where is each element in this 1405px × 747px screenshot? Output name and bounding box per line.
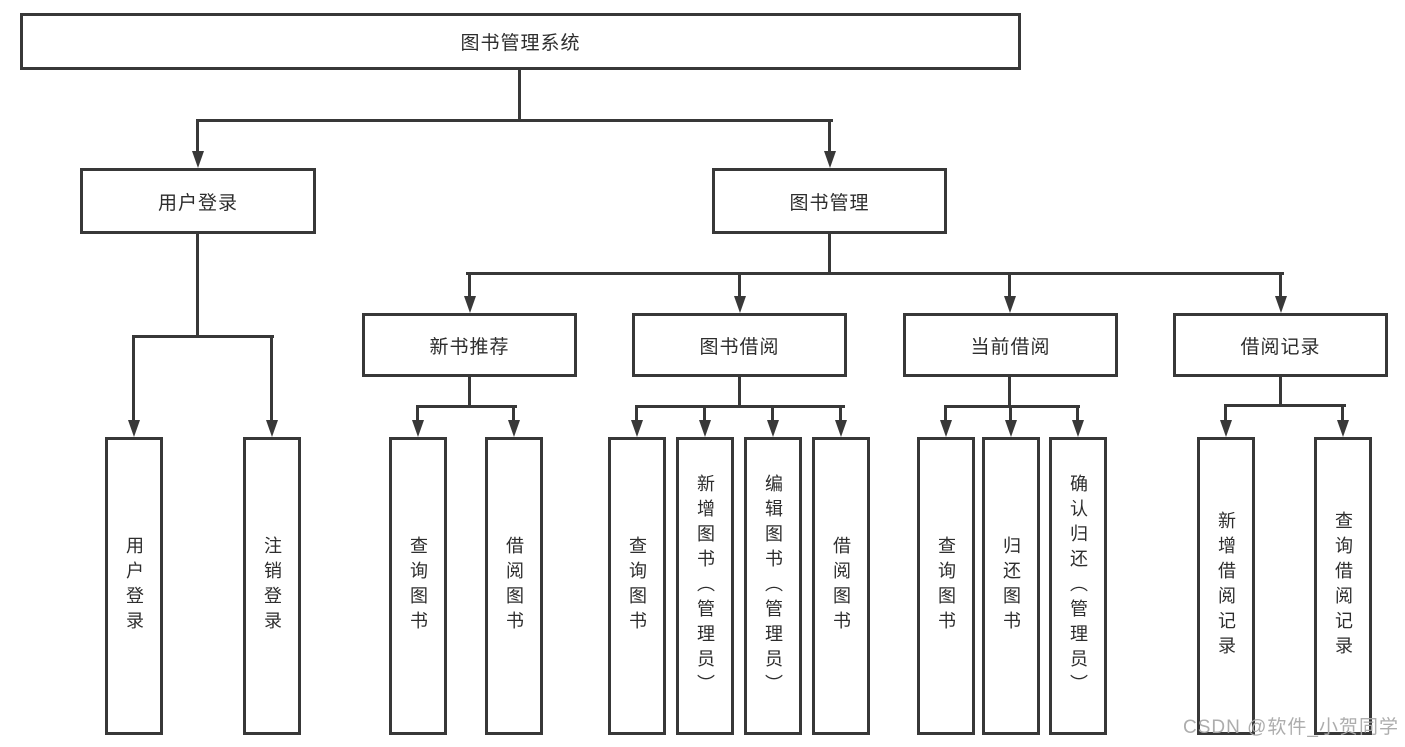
arrow-to-borrow-edit — [767, 420, 779, 437]
arrow-to-borrow-query — [631, 420, 643, 437]
connector-borrow-group-hline — [635, 405, 845, 408]
leaf-logout: 注销登录 — [243, 437, 301, 735]
node-user-login: 用户登录 — [80, 168, 316, 234]
connector-current-group-hline — [944, 405, 1080, 408]
connector-drop-book-borrow — [738, 272, 741, 299]
leaf-borrow-query-books: 查询图书 — [608, 437, 666, 735]
connector-drop-borrow-edit — [771, 405, 774, 423]
arrow-to-user-login — [192, 151, 204, 168]
leaf-borrow-borrow-books: 借阅图书 — [812, 437, 870, 735]
leaf-label: 查询图书 — [408, 536, 428, 636]
connector-drop-borrow-records — [1279, 272, 1282, 299]
node-book-borrow: 图书借阅 — [632, 313, 847, 377]
arrow-to-new-book-recommend — [464, 296, 476, 313]
arrow-to-borrow-borrow — [835, 420, 847, 437]
arrow-to-leaf-user-login — [128, 420, 140, 437]
arrow-to-current-borrow — [1004, 296, 1016, 313]
leaf-label: 新增图书（管理员） — [695, 473, 715, 699]
arrow-to-borrow-records — [1275, 296, 1287, 313]
leaf-label: 确认归还（管理员） — [1068, 473, 1088, 699]
node-label: 图书借阅 — [699, 336, 780, 358]
arrow-to-current-confirm — [1072, 420, 1084, 437]
connector-drop-user-login — [196, 119, 199, 153]
connector-new-book-recommend-stem — [468, 377, 471, 408]
leaf-label: 借阅图书 — [504, 536, 524, 636]
leaf-label: 注销登录 — [262, 536, 282, 636]
connector-user-login-hline — [132, 335, 274, 338]
node-label: 新书推荐 — [429, 336, 510, 358]
connector-drop-records-query — [1341, 404, 1344, 423]
connector-root-stem — [518, 70, 521, 122]
connector-drop-records-add — [1224, 404, 1227, 423]
connector-level2-hline — [196, 119, 833, 122]
leaf-label: 查询图书 — [627, 536, 647, 636]
leaf-label: 借阅图书 — [831, 536, 851, 636]
leaf-newbook-borrow-books: 借阅图书 — [485, 437, 543, 735]
arrow-to-current-return — [1005, 420, 1017, 437]
connector-user-login-stem — [196, 234, 199, 338]
leaf-user-login: 用户登录 — [105, 437, 163, 735]
arrow-to-records-query — [1337, 420, 1349, 437]
node-label: 用户登录 — [157, 192, 238, 214]
leaf-records-add-record: 新增借阅记录 — [1197, 437, 1255, 735]
arrow-to-book-management — [824, 151, 836, 168]
leaf-current-confirm-return-admin: 确认归还（管理员） — [1049, 437, 1107, 735]
leaf-label: 归还图书 — [1001, 536, 1021, 636]
connector-book-management-stem — [828, 234, 831, 275]
arrow-to-leaf-logout — [266, 420, 278, 437]
connector-drop-newbook-borrow — [512, 405, 515, 423]
node-label: 借阅记录 — [1240, 336, 1321, 358]
connector-records-group-hline — [1224, 404, 1346, 407]
leaf-label: 用户登录 — [124, 536, 144, 636]
connector-drop-borrow-add — [703, 405, 706, 423]
leaf-current-return-books: 归还图书 — [982, 437, 1040, 735]
connector-drop-leaf-user-login — [132, 335, 135, 423]
connector-level3-hline — [466, 272, 1284, 275]
leaf-newbook-query-books: 查询图书 — [389, 437, 447, 735]
arrow-to-book-borrow — [734, 296, 746, 313]
connector-drop-book-management — [828, 119, 831, 153]
leaf-label: 查询借阅记录 — [1333, 511, 1353, 661]
connector-drop-newbook-query — [416, 405, 419, 423]
leaf-label: 编辑图书（管理员） — [763, 473, 783, 699]
leaf-label: 新增借阅记录 — [1216, 511, 1236, 661]
connector-drop-borrow-borrow — [839, 405, 842, 423]
connector-book-borrow-stem — [738, 377, 741, 408]
node-label: 图书管理 — [789, 192, 870, 214]
leaf-current-query-books: 查询图书 — [917, 437, 975, 735]
leaf-records-query-record: 查询借阅记录 — [1314, 437, 1372, 735]
leaf-borrow-edit-books-admin: 编辑图书（管理员） — [744, 437, 802, 735]
node-library-management-system: 图书管理系统 — [20, 13, 1021, 70]
arrow-to-newbook-borrow — [508, 420, 520, 437]
connector-drop-current-confirm — [1076, 405, 1079, 423]
node-new-book-recommend: 新书推荐 — [362, 313, 577, 377]
connector-current-borrow-stem — [1008, 377, 1011, 408]
arrow-to-current-query — [940, 420, 952, 437]
leaf-label: 查询图书 — [936, 536, 956, 636]
connector-drop-current-query — [944, 405, 947, 423]
connector-borrow-records-stem — [1279, 377, 1282, 407]
connector-drop-new-book-recommend — [468, 272, 471, 299]
arrow-to-newbook-query — [412, 420, 424, 437]
node-label: 图书管理系统 — [460, 33, 581, 54]
node-book-management: 图书管理 — [712, 168, 947, 234]
node-current-borrow: 当前借阅 — [903, 313, 1118, 377]
node-label: 当前借阅 — [970, 336, 1051, 358]
connector-drop-leaf-logout — [270, 335, 273, 423]
connector-drop-current-borrow — [1008, 272, 1011, 299]
leaf-borrow-add-books-admin: 新增图书（管理员） — [676, 437, 734, 735]
connector-drop-borrow-query — [635, 405, 638, 423]
connector-newbook-group-hline — [416, 405, 517, 408]
connector-drop-current-return — [1009, 405, 1012, 423]
node-borrow-records: 借阅记录 — [1173, 313, 1388, 377]
arrow-to-records-add — [1220, 420, 1232, 437]
csdn-watermark: CSDN @软件_小贺同学 — [1183, 717, 1399, 738]
arrow-to-borrow-add — [699, 420, 711, 437]
